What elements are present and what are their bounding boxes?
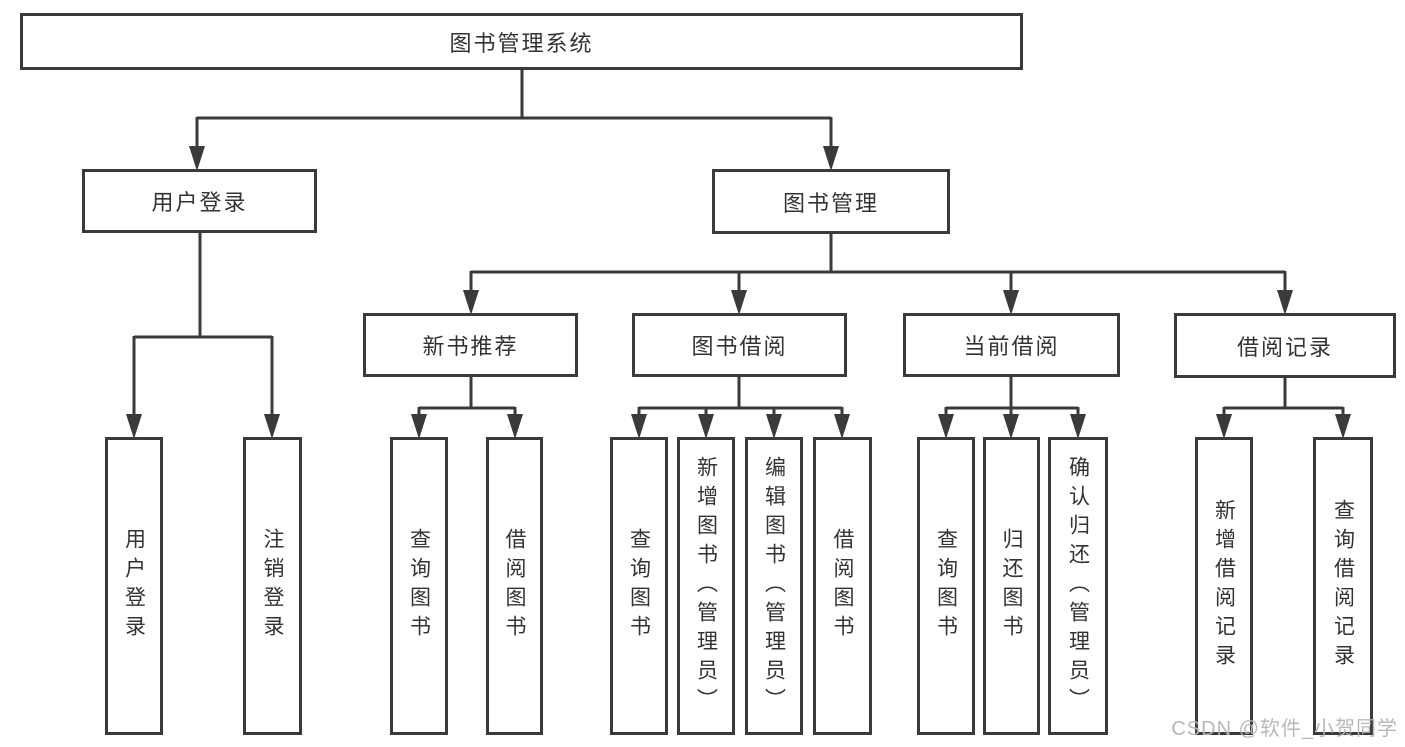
leaf-borrow-book-borrow: 借阅图书 bbox=[813, 437, 872, 735]
arrowheads bbox=[126, 146, 1351, 439]
leaf-logout-login: 注销登录 bbox=[243, 437, 302, 735]
leaf-return-book: 归还图书 bbox=[983, 437, 1040, 735]
leaf-add-book-admin: 新增图书（管理员） bbox=[677, 437, 735, 735]
leaf-query-book-borrow: 查询图书 bbox=[610, 437, 668, 735]
leaf-query-book-recommend: 查询图书 bbox=[390, 437, 448, 735]
node-current-borrow: 当前借阅 bbox=[903, 313, 1120, 377]
leaf-query-borrow-record: 查询借阅记录 bbox=[1313, 437, 1373, 735]
node-book-borrow: 图书借阅 bbox=[632, 313, 847, 377]
watermark: CSDN @软件_小贺同学 bbox=[1171, 718, 1398, 740]
node-library-system: 图书管理系统 bbox=[20, 13, 1023, 70]
leaf-borrow-book-recommend: 借阅图书 bbox=[486, 437, 543, 735]
node-user-login: 用户登录 bbox=[82, 169, 317, 233]
leaf-add-borrow-record: 新增借阅记录 bbox=[1195, 437, 1253, 735]
node-book-management: 图书管理 bbox=[712, 169, 950, 234]
leaf-query-book-current: 查询图书 bbox=[917, 437, 975, 735]
node-new-book-recommend: 新书推荐 bbox=[363, 313, 578, 377]
leaf-user-login: 用户登录 bbox=[105, 437, 163, 735]
leaf-edit-book-admin: 编辑图书（管理员） bbox=[745, 437, 803, 735]
connector-path bbox=[132, 70, 1345, 420]
leaf-confirm-return-admin: 确认归还（管理员） bbox=[1048, 437, 1108, 735]
node-borrow-record: 借阅记录 bbox=[1174, 313, 1396, 378]
